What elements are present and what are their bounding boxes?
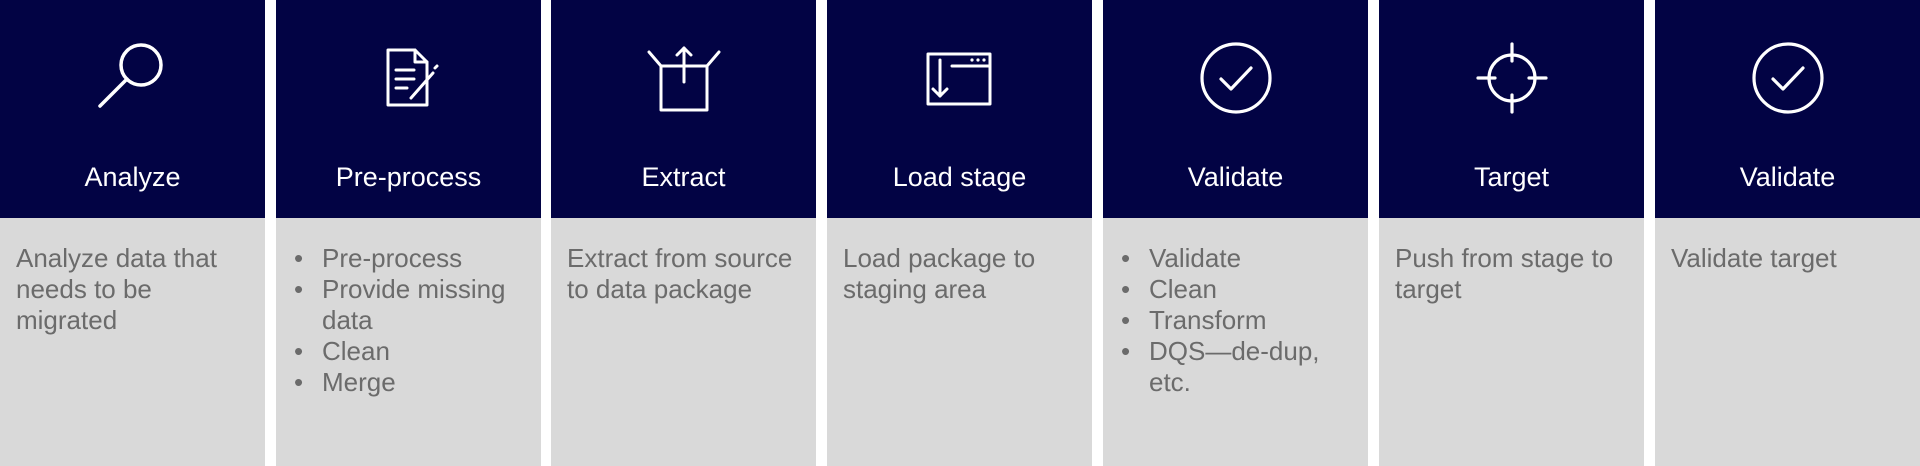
step-description: Load package to staging area bbox=[843, 243, 1036, 304]
list-item: •Clean bbox=[1121, 274, 1217, 304]
crosshair-icon bbox=[1472, 40, 1552, 120]
step-description: Extract from source to data package bbox=[567, 243, 793, 304]
step-title: Load stage bbox=[892, 162, 1027, 192]
list-item: •Pre-process bbox=[294, 243, 463, 273]
step-description: Push from stage to target bbox=[1395, 243, 1614, 304]
step-title: Validate bbox=[1739, 162, 1836, 192]
step-title: Pre-process bbox=[335, 162, 482, 192]
document-edit-icon bbox=[369, 40, 449, 120]
step-validate-target: Validate Validate target bbox=[1655, 0, 1920, 466]
list-item: •DQS—de-dup, etc. bbox=[1121, 336, 1320, 397]
check-circle-icon bbox=[1748, 40, 1828, 120]
step-body: •Pre-process •Provide missing data •Clea… bbox=[276, 218, 541, 466]
step-description: Validate target bbox=[1671, 243, 1837, 273]
step-body: Load package to staging area bbox=[827, 218, 1092, 466]
step-extract: Extract Extract from source to data pack… bbox=[551, 0, 816, 466]
step-analyze: Analyze Analyze data that needs to be mi… bbox=[0, 0, 265, 466]
step-header: Validate bbox=[1655, 0, 1920, 218]
step-header: Validate bbox=[1103, 0, 1368, 218]
step-bullet-list: •Validate •Clean •Transform •DQS—de-dup,… bbox=[1119, 243, 1352, 398]
step-target: Target Push from stage to target bbox=[1379, 0, 1644, 466]
step-body: Validate target bbox=[1655, 218, 1920, 466]
step-title: Analyze bbox=[84, 162, 181, 192]
step-body: •Validate •Clean •Transform •DQS—de-dup,… bbox=[1103, 218, 1368, 466]
magnifier-icon bbox=[93, 40, 173, 120]
step-pre-process: Pre-process •Pre-process •Provide missin… bbox=[276, 0, 541, 466]
list-item: •Clean bbox=[294, 336, 390, 366]
check-circle-icon bbox=[1196, 40, 1276, 120]
step-description: Analyze data that needs to be migrated bbox=[16, 243, 217, 335]
open-box-upload-icon bbox=[644, 40, 724, 120]
step-load-stage: Load stage Load package to staging area bbox=[827, 0, 1092, 466]
step-title: Validate bbox=[1187, 162, 1284, 192]
list-item: •Validate bbox=[1121, 243, 1242, 273]
step-validate: Validate •Validate •Clean •Transform •DQ… bbox=[1103, 0, 1368, 466]
step-body: Analyze data that needs to be migrated bbox=[0, 218, 265, 466]
step-body: Extract from source to data package bbox=[551, 218, 816, 466]
list-item: •Provide missing data bbox=[294, 274, 506, 335]
step-title: Extract bbox=[641, 162, 726, 192]
list-item: •Merge bbox=[294, 367, 396, 397]
step-header: Extract bbox=[551, 0, 816, 218]
step-header: Load stage bbox=[827, 0, 1092, 218]
step-title: Target bbox=[1473, 162, 1550, 192]
list-item: •Transform bbox=[1121, 305, 1267, 335]
window-download-icon bbox=[920, 40, 1000, 120]
step-header: Pre-process bbox=[276, 0, 541, 218]
step-header: Analyze bbox=[0, 0, 265, 218]
step-body: Push from stage to target bbox=[1379, 218, 1644, 466]
step-bullet-list: •Pre-process •Provide missing data •Clea… bbox=[292, 243, 525, 398]
step-header: Target bbox=[1379, 0, 1644, 218]
